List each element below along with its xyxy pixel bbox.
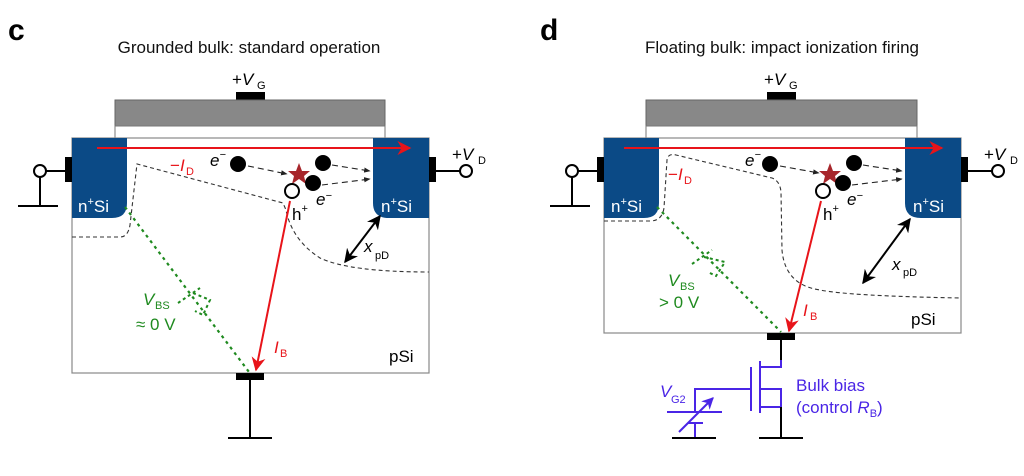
hole: [815, 183, 831, 199]
bulk-voltage-symbol: V: [143, 290, 156, 309]
hole-label: h+: [823, 203, 839, 224]
drain-contact: [429, 157, 436, 182]
panel-letter-d: d: [540, 14, 558, 47]
depletion-width-subscript: pD: [375, 250, 389, 262]
vg2-label: V: [660, 382, 673, 401]
voltage-burst-icon: [691, 249, 727, 278]
drain-region: [905, 138, 961, 218]
drain-current-subscript: D: [684, 175, 692, 187]
bulk-voltage-value: ≈ 0 V: [136, 315, 176, 334]
bulk-voltage-subscript: BS: [155, 300, 170, 312]
hole: [284, 183, 300, 199]
panel-title-d: Floating bulk: impact ionization firing: [645, 38, 919, 57]
source-region: [72, 138, 127, 218]
bulk-source-path: [656, 206, 782, 333]
gate-contact: [767, 92, 796, 100]
drain-current-label: −I: [668, 165, 683, 184]
source-region-label: n+Si: [78, 196, 109, 216]
bulk-current-label: I: [803, 301, 808, 320]
gate-voltage-subscript: G: [789, 80, 798, 92]
bulk-voltage-value: > 0 V: [659, 293, 700, 312]
depletion-width-label: x: [363, 237, 373, 256]
bulk-contact: [236, 373, 264, 380]
gate-voltage-subscript: G: [257, 80, 266, 92]
drain-terminal[interactable]: [991, 164, 1005, 178]
gate-electrode: [645, 99, 918, 127]
bulk-contact: [767, 333, 795, 340]
source-terminal[interactable]: [33, 164, 47, 178]
substrate-label: pSi: [389, 347, 414, 366]
drain-region-label: n+Si: [913, 196, 944, 216]
source-terminal[interactable]: [565, 164, 579, 178]
gate-voltage-label: +V: [232, 70, 255, 89]
electron-label: e−: [210, 149, 226, 170]
hole-label: h+: [292, 203, 308, 224]
panel-d: d Floating bulk: impact ionization firin…: [540, 14, 1018, 439]
drain-region: [373, 138, 429, 218]
drain-region-label: n+Si: [381, 196, 412, 216]
drain-terminal[interactable]: [459, 164, 473, 178]
electron-generated: [835, 175, 851, 191]
electron-incoming: [762, 156, 778, 172]
electron-label: e−: [745, 149, 761, 170]
source-contact: [65, 157, 72, 182]
bulk-bias-subtitle: (control RB): [796, 398, 883, 420]
bulk-current-label: I: [274, 338, 279, 357]
gate2-wire: [694, 388, 751, 412]
electron-path-out-2: [851, 177, 903, 186]
depletion-boundary: [604, 154, 962, 299]
electron-generated: [305, 175, 321, 191]
transistor-drain-lead: [760, 360, 782, 368]
gate-electrode: [114, 99, 386, 127]
depletion-width-subscript: pD: [903, 267, 917, 279]
substrate-label: pSi: [911, 310, 936, 329]
gate-oxide: [114, 125, 386, 139]
panel-letter-c: c: [8, 14, 25, 47]
source-contact: [597, 157, 604, 182]
drain-voltage-subscript: D: [1010, 155, 1018, 167]
gate-contact: [236, 92, 265, 100]
impact-ionization-star-icon: [288, 163, 310, 184]
bulk-bias-circuit: V G2 Bulk bias (control RB): [660, 340, 883, 439]
bulk-current-subscript: B: [280, 348, 287, 360]
source-region: [604, 138, 659, 218]
drain-voltage-label: +V: [984, 145, 1007, 164]
impact-ionization-star-icon: [819, 163, 841, 184]
panel-c: c Grounded bulk: standard operation +V G…: [8, 14, 486, 439]
bulk-current-arrow: [785, 200, 822, 333]
bulk-voltage-symbol: V: [668, 271, 681, 290]
gate-oxide: [645, 125, 918, 139]
vg2-subscript: G2: [671, 394, 686, 406]
transistor-source-lead: [760, 388, 782, 408]
electron-label-2: e−: [847, 190, 863, 209]
electron-scattered: [846, 155, 862, 171]
depletion-width-arrow: [344, 214, 381, 264]
depletion-boundary: [72, 163, 430, 273]
drain-voltage-label: +V: [452, 145, 475, 164]
electron-path-out-2: [321, 177, 371, 186]
voltage-burst-icon: [177, 287, 212, 317]
drain-voltage-subscript: D: [478, 155, 486, 167]
variable-source-arrow-icon[interactable]: [678, 397, 714, 433]
bulk-voltage-subscript: BS: [680, 281, 695, 293]
depletion-width-arrow: [862, 217, 911, 285]
electron-path-out-1: [862, 164, 903, 173]
bulk-current-arrow: [251, 200, 291, 372]
electron-path-in: [247, 165, 288, 176]
panel-title-c: Grounded bulk: standard operation: [118, 38, 381, 57]
bulk-current-subscript: B: [810, 311, 817, 323]
gate-voltage-label: +V: [764, 70, 787, 89]
drain-contact: [961, 157, 968, 182]
electron-path-in: [779, 165, 820, 175]
drain-current-label: −I: [170, 156, 185, 175]
electron-label-2: e−: [316, 190, 332, 209]
bulk-bias-title: Bulk bias: [796, 376, 865, 395]
depletion-width-label: x: [891, 255, 901, 274]
electron-scattered: [315, 155, 331, 171]
drain-current-subscript: D: [186, 166, 194, 178]
electron-incoming: [230, 156, 246, 172]
electron-path-out-1: [331, 164, 371, 173]
source-region-label: n+Si: [611, 196, 642, 216]
